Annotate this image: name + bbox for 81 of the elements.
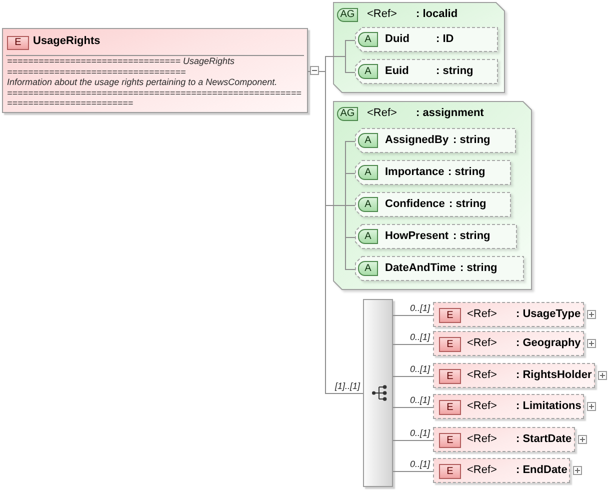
- connector-line: [392, 407, 434, 408]
- element-badge: E: [439, 433, 461, 448]
- element-box: [2, 28, 308, 113]
- cardinality-label: [1]..[1]: [335, 381, 360, 391]
- element-box: [433, 302, 584, 327]
- type-name: : string: [436, 65, 474, 78]
- element-box: [433, 363, 595, 388]
- attribute-badge: A: [358, 261, 378, 276]
- cardinality-label: 0..[1]: [410, 428, 430, 438]
- element-box: [433, 427, 575, 452]
- ref-label: <Ref>: [467, 464, 497, 477]
- element-badge: E: [439, 464, 461, 479]
- connector-line: [392, 471, 434, 472]
- cardinality-label: 0..[1]: [410, 395, 430, 405]
- attribute-name: Importance: [385, 166, 444, 179]
- ref-label: <Ref>: [467, 308, 497, 321]
- attribute-group-box: [333, 2, 505, 93]
- attribute-box: [355, 59, 498, 84]
- attribute-box: [355, 256, 524, 281]
- sequence-bar: [363, 299, 393, 487]
- ref-label: <Ref>: [467, 337, 497, 350]
- attribute-badge: A: [358, 32, 378, 47]
- type-name: : RightsHolder: [516, 369, 592, 382]
- type-name: : EndDate: [516, 464, 568, 477]
- attribute-box: [355, 128, 516, 153]
- attribute-name: DateAndTime: [385, 262, 456, 275]
- connector-line: [392, 315, 434, 316]
- attribute-box: [355, 27, 498, 52]
- attribute-badge: A: [358, 165, 378, 180]
- connector-line: [392, 440, 434, 441]
- cardinality-label: 0..[1]: [410, 364, 430, 374]
- element-name: UsageRights: [33, 35, 100, 48]
- element-box: [433, 331, 584, 356]
- cardinality-label: 0..[1]: [410, 332, 430, 342]
- cardinality-label: 0..[1]: [410, 303, 430, 313]
- attribute-group-badge: AG: [337, 8, 358, 22]
- element-box: [433, 458, 570, 483]
- attribute-group-badge: AG: [337, 107, 358, 121]
- attribute-box: [355, 224, 517, 249]
- attribute-badge: A: [358, 133, 378, 148]
- attribute-name: Confidence: [385, 198, 445, 211]
- attribute-badge: A: [358, 229, 378, 244]
- type-name: : UsageType: [516, 308, 581, 321]
- element-badge: E: [439, 400, 461, 415]
- element-badge: E: [439, 308, 461, 323]
- attribute-badge: A: [358, 197, 378, 212]
- documentation-text: ==================================: [7, 66, 187, 78]
- type-name: : localid: [416, 8, 458, 21]
- type-name: : Geography: [516, 337, 581, 350]
- documentation-text: ================================= UsageRights: [7, 56, 236, 67]
- type-name: : StartDate: [516, 433, 572, 446]
- type-name: : string: [460, 262, 498, 275]
- type-name: : string: [448, 166, 486, 179]
- attribute-name: Duid: [385, 33, 410, 46]
- element-badge: E: [439, 369, 461, 384]
- type-name: : Limitations: [516, 400, 582, 413]
- attribute-name: Euid: [385, 65, 409, 78]
- element-badge: E: [7, 36, 29, 50]
- attribute-name: HowPresent: [385, 230, 449, 243]
- attribute-group-box: [333, 101, 532, 290]
- documentation-text: Information about the usage rights pertaining to a NewsComponent.: [7, 77, 278, 88]
- attribute-box: [355, 192, 511, 217]
- type-name: : string: [449, 198, 486, 211]
- connector-line: [392, 344, 434, 345]
- cardinality-label: 0..[1]: [410, 459, 430, 469]
- ref-label: <Ref>: [467, 433, 497, 446]
- ref-label: <Ref>: [467, 400, 497, 413]
- attribute-name: AssignedBy: [385, 134, 449, 147]
- type-name: : assignment: [416, 107, 484, 120]
- ref-label: <Ref>: [467, 369, 497, 382]
- connector-line: [392, 376, 434, 377]
- attribute-badge: A: [358, 64, 378, 79]
- attribute-box: [355, 160, 511, 185]
- type-name: : string: [453, 134, 490, 147]
- type-name: : ID: [436, 33, 454, 46]
- documentation-text: ======================================================== ========================: [7, 88, 302, 109]
- ref-label: <Ref>: [367, 107, 397, 120]
- type-name: : string: [453, 230, 490, 243]
- element-box: [433, 394, 584, 419]
- ref-label: <Ref>: [367, 8, 397, 21]
- element-badge: E: [439, 337, 461, 352]
